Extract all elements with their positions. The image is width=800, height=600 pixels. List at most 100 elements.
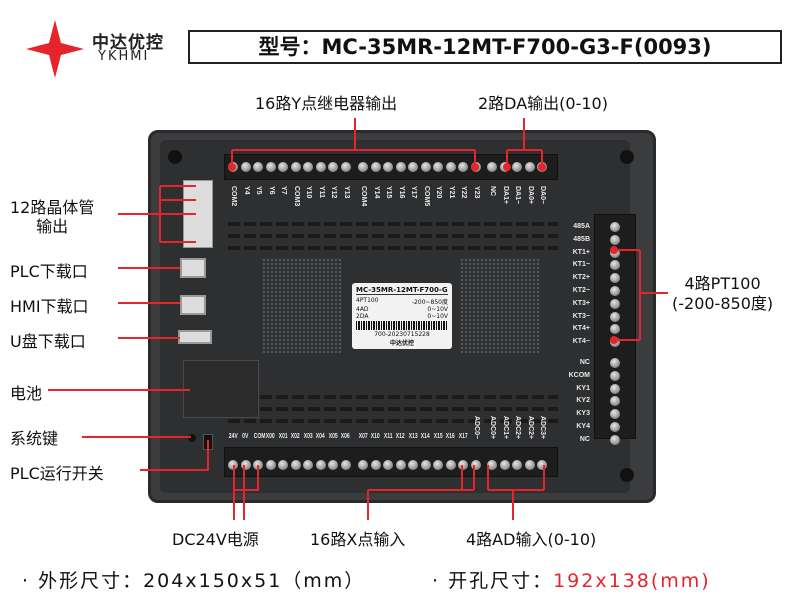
terminal-screw[interactable]: [537, 460, 547, 470]
terminal-screw[interactable]: [420, 162, 431, 172]
terminal-screw[interactable]: [395, 162, 406, 172]
terminal-screw[interactable]: [458, 162, 468, 172]
terminal-screw[interactable]: [240, 460, 251, 470]
terminal-screw[interactable]: [328, 460, 338, 470]
terminal-screw[interactable]: [610, 409, 620, 420]
terminal-screw[interactable]: [370, 162, 381, 172]
callout-battery: 电池: [10, 384, 43, 403]
terminal-screw[interactable]: [358, 162, 368, 172]
terminal-screw[interactable]: [240, 162, 251, 172]
terminal-screw[interactable]: [408, 162, 418, 172]
terminal-screw[interactable]: [278, 460, 288, 470]
terminal-label: X11: [383, 433, 393, 440]
terminal-label: 485A: [573, 223, 590, 230]
terminal-screw[interactable]: [610, 286, 620, 296]
callout-line: 输出: [36, 217, 69, 236]
terminal-label: X03: [303, 433, 313, 440]
logo-icon: [26, 20, 84, 78]
terminal-screw[interactable]: [524, 162, 535, 172]
cutout-value: 192x138(mm): [553, 570, 711, 592]
terminal-screw[interactable]: [610, 234, 620, 245]
terminal-label: KY1: [576, 384, 590, 392]
terminal-screw[interactable]: [610, 370, 620, 381]
terminal-screw[interactable]: [303, 162, 313, 172]
terminal-screw[interactable]: [487, 162, 497, 172]
terminal-screw[interactable]: [395, 460, 406, 470]
model-title: 型号：MC-35MR-12MT-F700-G3-F(0093): [188, 30, 782, 64]
callout-line: 12路晶体管: [10, 198, 95, 217]
terminal-label: KY3: [576, 410, 590, 418]
callout-plc-download: PLC下载口: [10, 262, 88, 281]
callout-relay-output: 16路Y点继电器输出: [255, 94, 398, 113]
terminal-label: KT1−: [572, 261, 590, 269]
terminal-screw[interactable]: [315, 162, 326, 172]
terminal-screw[interactable]: [610, 434, 620, 445]
callout-dc24v: DC24V电源: [172, 530, 259, 549]
terminal-label: X12: [396, 433, 405, 440]
terminal-screw[interactable]: [610, 383, 620, 394]
callout-transistor: 12路晶体管 输出: [10, 198, 94, 236]
terminal-screw[interactable]: [610, 222, 620, 232]
terminal-screw[interactable]: [610, 422, 620, 432]
terminal-screw[interactable]: [487, 460, 497, 470]
terminal-screw[interactable]: [290, 162, 301, 172]
terminal-screw[interactable]: [610, 298, 620, 309]
terminal-screw[interactable]: [512, 460, 522, 470]
plc-download-port[interactable]: [180, 258, 206, 278]
terminal-label: KT4+: [572, 325, 590, 333]
terminal-screw[interactable]: [290, 460, 301, 470]
terminal-label: 24V: [228, 433, 238, 440]
terminal-screw[interactable]: [420, 460, 431, 470]
terminal-screw[interactable]: [433, 162, 443, 172]
hmi-download-port[interactable]: [180, 295, 206, 315]
terminal-label: X00: [266, 433, 275, 440]
terminal-screw[interactable]: [610, 311, 620, 322]
terminal-screw[interactable]: [340, 460, 351, 470]
callout-x-input: 16路X点输入: [310, 530, 406, 549]
label-cell: 4PT100: [356, 297, 379, 304]
terminal-label: KY4: [576, 423, 590, 430]
callout-ad-input: 4路AD输入(0-10): [466, 530, 597, 549]
dims-value: 204x150x51（mm）: [143, 570, 366, 592]
terminal-label: KCOM: [568, 371, 590, 379]
terminal-screw[interactable]: [610, 273, 620, 284]
terminal-screw[interactable]: [370, 460, 381, 470]
terminal-screw[interactable]: [610, 324, 620, 335]
device-label-model: MC-35MR-12MT-F700-G3-F: [356, 286, 448, 295]
terminal-screw[interactable]: [328, 162, 338, 172]
screw-hole: [620, 150, 634, 164]
terminal-screw[interactable]: [610, 396, 620, 407]
terminal-screw[interactable]: [340, 162, 351, 172]
terminal-screw[interactable]: [265, 460, 276, 470]
terminal-screw[interactable]: [610, 358, 620, 368]
terminal-screw[interactable]: [470, 460, 481, 470]
callout-da-output: 2路DA输出(0-10): [478, 94, 608, 113]
terminal-label: KT2+: [572, 274, 590, 282]
terminal-screw[interactable]: [512, 162, 522, 172]
terminal-screw[interactable]: [253, 162, 263, 172]
battery-cover[interactable]: [183, 360, 259, 418]
terminal-label: KT2−: [572, 287, 590, 294]
terminal-screw[interactable]: [315, 460, 326, 470]
terminal-screw[interactable]: [445, 460, 456, 470]
screw-hole: [168, 150, 182, 164]
terminal-screw[interactable]: [383, 460, 393, 470]
terminal-screw[interactable]: [408, 460, 418, 470]
terminal-screw[interactable]: [358, 460, 368, 470]
terminal-label: X02: [291, 433, 300, 440]
terminal-screw[interactable]: [265, 162, 276, 172]
system-key[interactable]: [188, 434, 196, 442]
terminal-screw[interactable]: [433, 460, 443, 470]
terminal-screw[interactable]: [303, 460, 313, 470]
terminal-screw[interactable]: [610, 260, 620, 271]
terminal-screw[interactable]: [499, 460, 510, 470]
callout-hmi-download: HMI下载口: [10, 297, 89, 316]
terminal-screw[interactable]: [445, 162, 456, 172]
terminal-label: X10: [371, 433, 380, 440]
terminal-screw[interactable]: [383, 162, 393, 172]
label-cell: -200~850度: [411, 299, 448, 306]
terminal-label: 485B: [573, 235, 590, 243]
terminal-screw[interactable]: [524, 460, 535, 470]
label-cell: 0~10V: [427, 313, 448, 320]
terminal-screw[interactable]: [278, 162, 288, 172]
